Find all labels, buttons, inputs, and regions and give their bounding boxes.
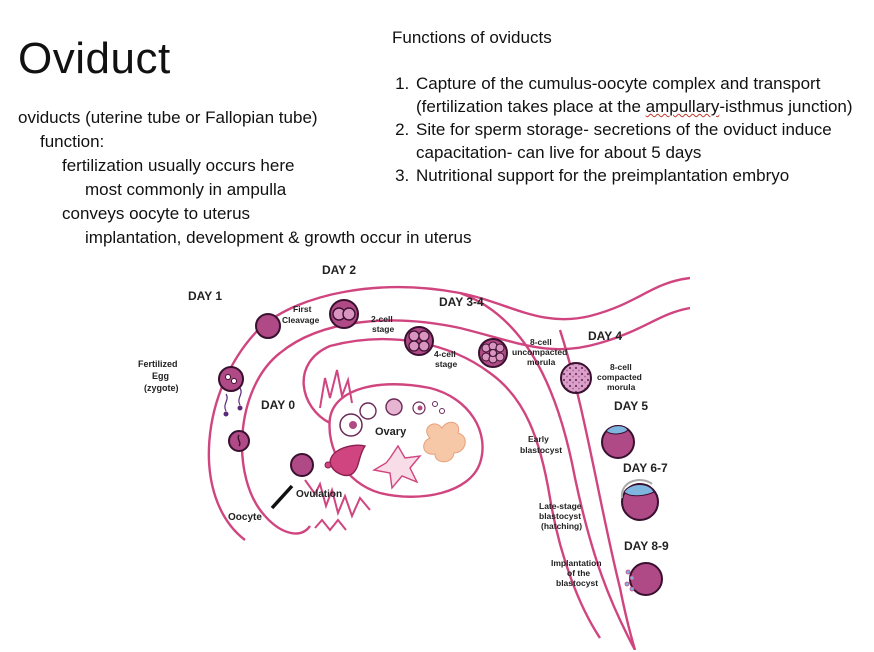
implantation-line: implantation, development & growth occur… [85, 228, 472, 247]
ovulation-label: Ovulation [296, 489, 342, 500]
conveys-line: conveys oocyte to uterus [62, 204, 251, 223]
early-blast-label-1: Early [528, 434, 549, 444]
day-3-4-label: DAY 3-4 [439, 295, 484, 309]
functions-heading: Functions of oviducts [392, 28, 552, 47]
two-cell-label-1: 2-cell [371, 314, 393, 324]
implant-label-1: Implantation [551, 558, 602, 568]
two-cell-label-2: stage [372, 324, 394, 334]
follicles [324, 398, 466, 490]
four-cell-label-1: 4-cell [434, 349, 456, 359]
eight-comp-label-3: morula [607, 382, 636, 392]
first-cleavage-label-1: First [293, 304, 312, 314]
day-0-label: DAY 0 [261, 398, 295, 412]
functions-list: Capture of the cumulus-oocyte complex an… [392, 72, 862, 187]
early-blast-label-2: blastocyst [520, 445, 562, 455]
first-cleavage-label-2: Cleavage [282, 315, 320, 325]
function-item-2: Site for sperm storage- secretions of th… [414, 118, 862, 164]
fertilization-line: fertilization usually occurs here [62, 156, 295, 175]
fertilized-label-3: (zygote) [144, 383, 179, 393]
function-item-1-tail: -isthmus junction) [719, 97, 853, 116]
day-6-7-label: DAY 6-7 [623, 461, 668, 475]
oviduct-diagram: Ovary Oocyte Ovulation Fertilized Egg (z… [138, 263, 690, 650]
implant-label-2: of the [567, 568, 590, 578]
eight-uncomp-label-1: 8-cell [530, 337, 552, 347]
day-2-label: DAY 2 [322, 263, 356, 277]
implanting-blastocyst [624, 562, 663, 596]
eight-comp-label-2: compacted [597, 372, 642, 382]
eight-uncomp-label-2: uncompacted [512, 347, 567, 357]
early-blastocyst [601, 425, 635, 459]
late-blastocyst [620, 479, 659, 521]
function-item-1-text: Capture of the cumulus-oocyte complex an… [416, 74, 821, 116]
late-blast-label-1: Late-stage [539, 501, 582, 511]
ovary-outline [328, 383, 484, 498]
oviduct-tube [207, 276, 690, 650]
fertilized-label-2: Egg [152, 371, 169, 381]
day-8-9-label: DAY 8-9 [624, 539, 669, 553]
four-cell-label-2: stage [435, 359, 457, 369]
ovary-label: Ovary [375, 426, 407, 438]
fimbriae [304, 369, 371, 532]
day-1-label: DAY 1 [188, 289, 222, 303]
definition-line: oviducts (uterine tube or Fallopian tube… [18, 108, 318, 127]
implant-label-3: blastocyst [556, 578, 598, 588]
corpus-albicans [372, 444, 422, 490]
eight-uncomp-label-3: morula [527, 357, 556, 367]
two-cell-embryo [329, 299, 359, 329]
oocyte-cell [290, 453, 314, 477]
late-blast-label-3: (hatching) [541, 521, 582, 531]
four-cell-embryo [404, 326, 434, 356]
ampulla-line: most commonly in ampulla [85, 180, 287, 199]
left-text-block: oviducts (uterine tube or Fallopian tube… [18, 106, 518, 250]
corpus-luteum [423, 421, 466, 463]
function-item-3: Nutritional support for the preimplantat… [414, 164, 862, 187]
day-4-label: DAY 4 [588, 329, 622, 343]
fertilized-label-1: Fertilized [138, 359, 178, 369]
slide-title: Oviduct [18, 34, 171, 83]
oocyte-label: Oocyte [228, 512, 262, 523]
function-item-1: Capture of the cumulus-oocyte complex an… [414, 72, 862, 118]
sperm-cells [223, 387, 243, 417]
eight-cell-compacted [560, 362, 592, 394]
eight-cell-uncompacted [478, 338, 508, 368]
late-blast-label-2: blastocyst [539, 511, 581, 521]
first-cleavage-cell [255, 313, 281, 339]
functions-block: Functions of oviducts Capture of the cum… [392, 26, 862, 187]
spellcheck-flagged-word: ampullary [645, 97, 720, 116]
ruptured-follicle [329, 444, 367, 477]
day-5-label: DAY 5 [614, 399, 648, 413]
zygote-cell [218, 366, 244, 392]
oocyte-arrow [270, 484, 294, 510]
eight-comp-label-1: 8-cell [610, 362, 632, 372]
function-heading: function: [40, 132, 105, 151]
